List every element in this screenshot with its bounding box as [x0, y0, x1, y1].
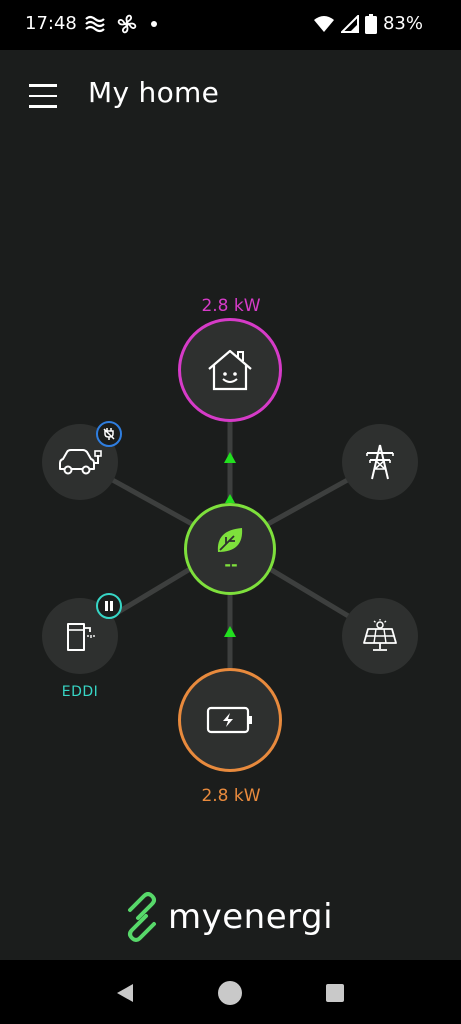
ev-status-badge[interactable]: [96, 421, 122, 447]
weather-waves-icon: [85, 15, 105, 33]
electric-car-icon: [59, 449, 102, 475]
pause-icon: [105, 601, 113, 611]
status-time: 17:48: [25, 13, 77, 34]
fan-icon: [117, 14, 137, 34]
brand-logo: myenergi: [124, 892, 333, 942]
system-nav-bar: [0, 960, 461, 1024]
recents-icon[interactable]: [320, 978, 350, 1008]
home-power-label: 2.8 kW: [201, 296, 261, 316]
power-pylon-icon: [366, 444, 394, 480]
water-heater-icon: [67, 623, 95, 651]
wifi-icon: [313, 15, 334, 32]
home-node[interactable]: [178, 318, 282, 422]
battery-percent: 83%: [382, 13, 423, 34]
brand-name: myenergi: [168, 897, 334, 937]
flow-arrow-battery: [224, 626, 236, 637]
home-icon[interactable]: [215, 978, 245, 1008]
status-bar: 17:48: [0, 0, 461, 50]
hub-node[interactable]: [184, 503, 276, 595]
house-smile-icon: [208, 349, 252, 391]
dot-icon: [151, 21, 157, 27]
eddi-status-badge[interactable]: [96, 593, 122, 619]
myenergi-logo-icon: [128, 892, 156, 942]
leaf-icon: [217, 528, 243, 552]
notification-icons: [84, 13, 160, 35]
eddi-label: EDDI: [61, 684, 99, 700]
solar-panel-icon: [363, 619, 397, 651]
flow-arrow-hub-top: [225, 494, 235, 503]
hamburger-menu-icon[interactable]: [22, 78, 64, 114]
plug-off-icon: [103, 428, 115, 440]
page-title: My home: [88, 76, 220, 109]
solar-node[interactable]: [342, 598, 418, 674]
battery-charging-icon: [206, 706, 252, 734]
app-header: My home: [0, 50, 461, 140]
battery-icon: [364, 13, 377, 34]
flow-arrow-home: [224, 452, 236, 463]
signal-icon: [340, 14, 359, 33]
battery-node[interactable]: [178, 668, 282, 772]
back-icon[interactable]: [110, 978, 140, 1008]
system-status-icons: 83%: [313, 13, 423, 34]
grid-node[interactable]: [342, 424, 418, 500]
battery-power-label: 2.8 kW: [201, 786, 261, 806]
hub-value: --: [224, 555, 238, 574]
